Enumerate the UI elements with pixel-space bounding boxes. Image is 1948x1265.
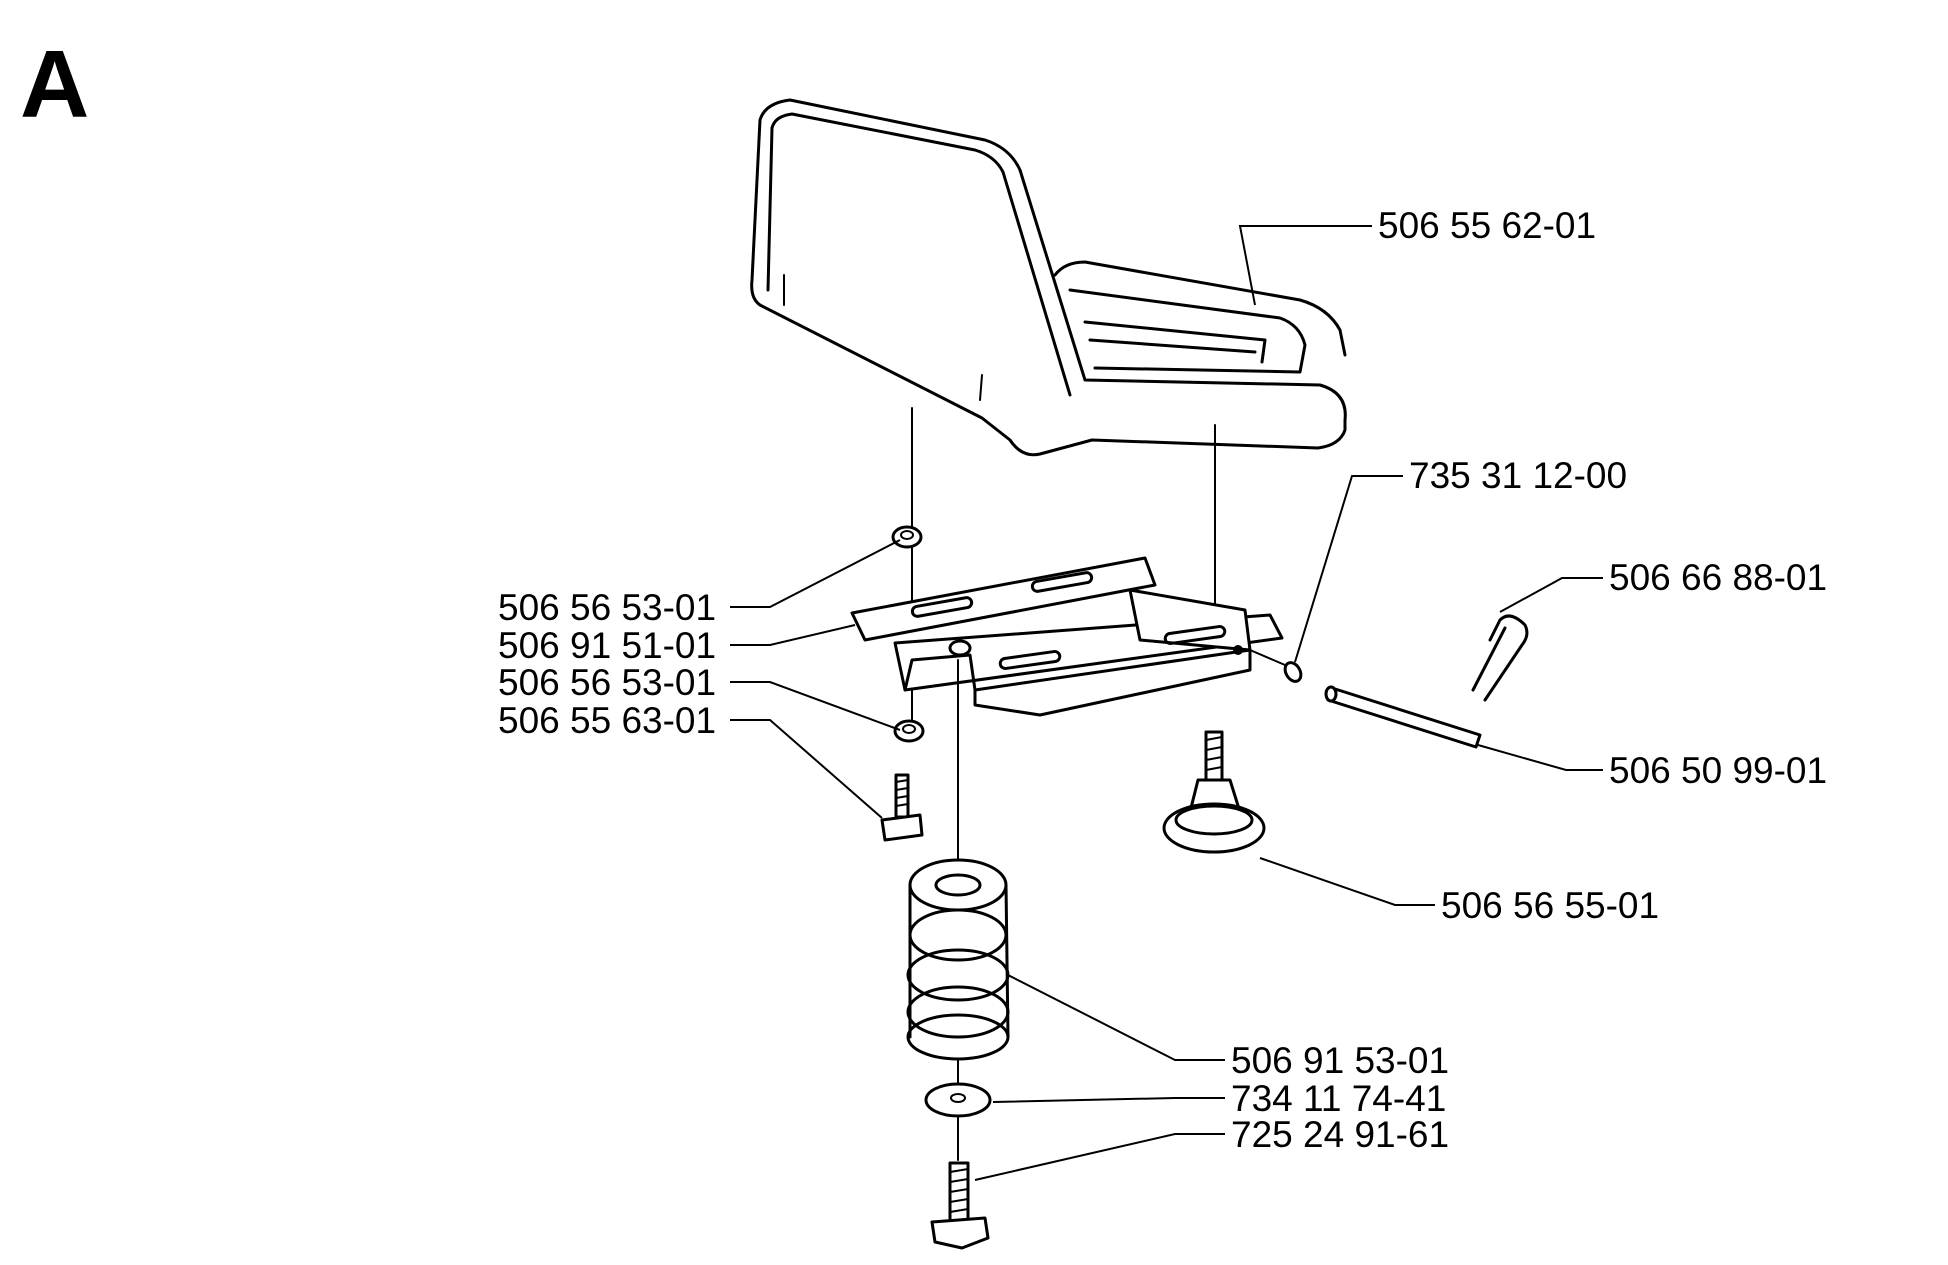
hair-pin-part — [1471, 614, 1529, 702]
washer-part — [924, 1082, 992, 1118]
callout-bracket: 506 91 51-01 — [498, 625, 716, 666]
callout-nut-top: 506 56 53-01 — [498, 587, 716, 628]
callout-clip: 735 31 12-00 — [1409, 455, 1627, 496]
callout-pin: 506 50 99-01 — [1609, 750, 1827, 791]
screw-part — [880, 773, 924, 842]
section-letter: A — [20, 31, 89, 138]
callout-bolt: 725 24 91-61 — [1231, 1114, 1449, 1155]
spring-part — [906, 858, 1010, 1061]
clip-part — [1249, 649, 1303, 683]
nut-lower-part — [893, 719, 925, 743]
callout-nut-lower: 506 56 53-01 — [498, 662, 716, 703]
callout-seat: 506 55 62-01 — [1378, 205, 1596, 246]
pin-part — [1324, 685, 1482, 749]
bracket-part — [850, 556, 1284, 717]
nut-top-part — [891, 525, 923, 549]
knob-part — [1162, 730, 1266, 854]
callout-spring: 506 91 53-01 — [1231, 1040, 1449, 1081]
callout-knob: 506 56 55-01 — [1441, 885, 1659, 926]
leader-lines — [730, 225, 1603, 1181]
seat-part — [750, 98, 1347, 457]
bolt-part — [930, 1161, 990, 1250]
callout-washer: 734 11 74-41 — [1231, 1078, 1446, 1119]
callout-hair-pin: 506 66 88-01 — [1609, 557, 1827, 598]
callout-screw: 506 55 63-01 — [498, 700, 716, 741]
